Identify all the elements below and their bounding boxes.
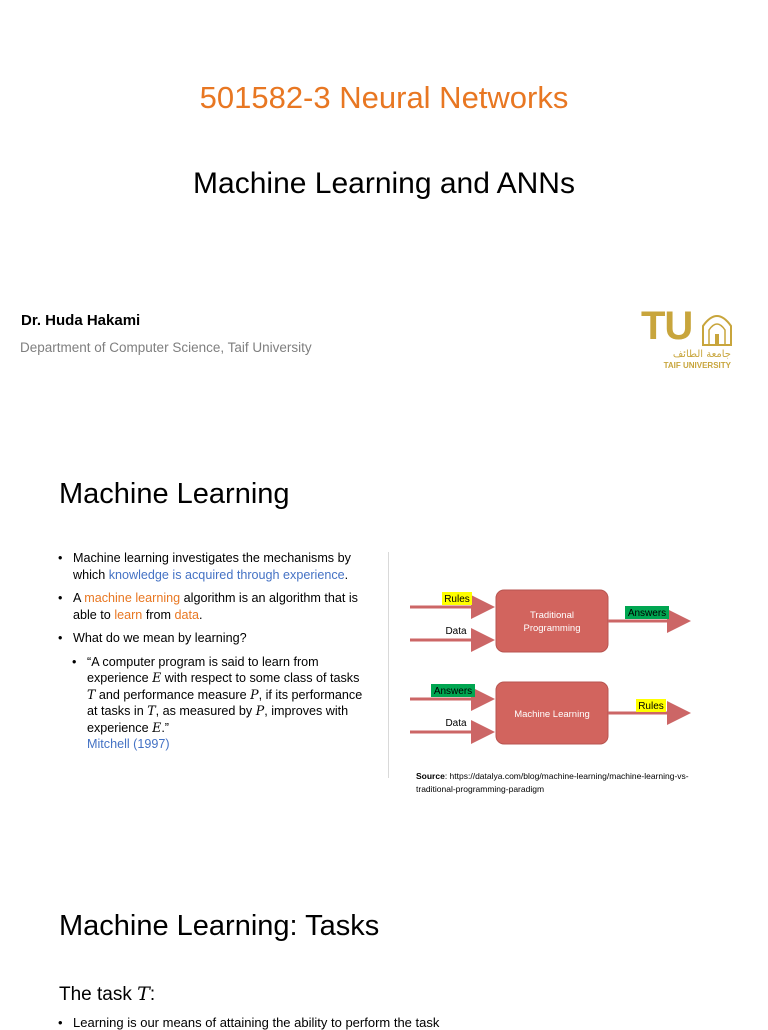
quote-text: with respect to some class of tasks xyxy=(161,671,360,685)
quote-text: .” xyxy=(161,720,170,735)
label-highlight xyxy=(442,592,472,605)
logo-english-text: TAIF UNIVERSITY xyxy=(663,361,731,370)
math-variable: T xyxy=(87,686,96,702)
bullet-item: Learning is our means of attaining the a… xyxy=(58,1015,439,1030)
bullet-text: A xyxy=(73,591,85,605)
taif-university-logo: TU جامعة الطائف TAIF UNIVERSITY xyxy=(641,306,733,374)
ml-tasks-slide: Machine Learning: Tasks The task T: Lear… xyxy=(0,858,768,1030)
bullet-text: . xyxy=(199,607,203,622)
source-note: Source: https://datalya.com/blog/machine… xyxy=(416,770,716,796)
bullet-text: from xyxy=(142,607,175,622)
highlight-text: data xyxy=(174,607,200,622)
course-title: 501582-3 Neural Networks xyxy=(0,80,768,116)
title-slide: 501582-3 Neural Networks Machine Learnin… xyxy=(0,0,768,420)
box-label: Machine Learning xyxy=(514,709,590,720)
highlight-text: learn xyxy=(114,607,143,622)
slide-title: Machine Learning xyxy=(59,478,290,510)
diagram-label: Answers xyxy=(628,608,666,619)
box-label: Programming xyxy=(523,623,580,634)
diagram-label: Data xyxy=(445,626,467,637)
math-variable: T xyxy=(147,703,156,718)
slide-title: Machine Learning: Tasks xyxy=(59,910,380,942)
source-url: : https://datalya.com/blog/machine-learn… xyxy=(416,771,689,794)
task-heading: The task T: xyxy=(59,983,155,1006)
highlight-text: knowledge is acquired through experience xyxy=(108,567,345,582)
citation: Mitchell (1997) xyxy=(87,737,170,751)
bullet-text: algorithm is an algorithm that is able t… xyxy=(73,591,358,622)
logo-arabic-text: جامعة الطائف xyxy=(672,349,731,360)
quote-text: , if its performance at tasks in xyxy=(87,687,363,719)
math-variable: T xyxy=(137,983,150,1005)
traditional-programming-box xyxy=(495,589,609,653)
math-variable: P xyxy=(250,686,259,702)
diagram-label: Rules xyxy=(638,701,664,712)
logo-mark: TU xyxy=(641,304,693,348)
math-variable: E xyxy=(152,719,162,735)
bullet-text: . xyxy=(344,567,349,582)
diagram-label: Data xyxy=(445,718,467,729)
quote-text: “A computer program is said to learn fro… xyxy=(87,654,319,686)
quote-text: , as measured by xyxy=(155,704,256,718)
label-highlight xyxy=(431,684,475,697)
bullet-text: Machine learning investigates the mechan… xyxy=(73,551,351,582)
heading-text: : xyxy=(149,984,156,1005)
box-label: Traditional xyxy=(530,610,574,621)
bullet-item: Machine learning investigates the mechan… xyxy=(58,550,368,583)
bullet-item: What do we mean by learning? xyxy=(58,630,368,647)
bullet-list: Machine learning investigates the mechan… xyxy=(58,550,368,753)
quote-text: and performance measure xyxy=(95,687,251,702)
math-variable: P xyxy=(255,703,265,718)
heading-text: The task xyxy=(59,984,138,1005)
column-divider xyxy=(388,552,389,778)
math-variable: E xyxy=(152,670,162,685)
programming-paradigm-diagram: Rules Data Traditional Programming Answe… xyxy=(410,589,691,745)
label-highlight xyxy=(625,606,669,619)
department-affiliation: Department of Computer Science, Taif Uni… xyxy=(20,340,312,355)
bullet-item: A machine learning algorithm is an algor… xyxy=(58,590,368,623)
course-name: Neural Networks xyxy=(339,80,569,115)
lecture-title: Machine Learning and ANNs xyxy=(193,167,575,200)
quote-bullet: “A computer program is said to learn fro… xyxy=(72,654,368,753)
source-label: Source xyxy=(416,771,445,781)
highlight-text: machine learning xyxy=(84,591,181,605)
author-name: Dr. Huda Hakami xyxy=(21,312,141,329)
diagram-label: Rules xyxy=(444,594,470,605)
course-code: 501582-3 xyxy=(199,80,331,115)
bullet-text: What do we mean by learning? xyxy=(73,631,247,645)
label-highlight xyxy=(636,699,666,712)
quote-text: , improves with experience xyxy=(87,704,349,735)
mosque-icon xyxy=(702,315,732,346)
machine-learning-slide: Machine Learning Machine learning invest… xyxy=(0,432,768,832)
diagram-label: Answers xyxy=(434,686,472,697)
